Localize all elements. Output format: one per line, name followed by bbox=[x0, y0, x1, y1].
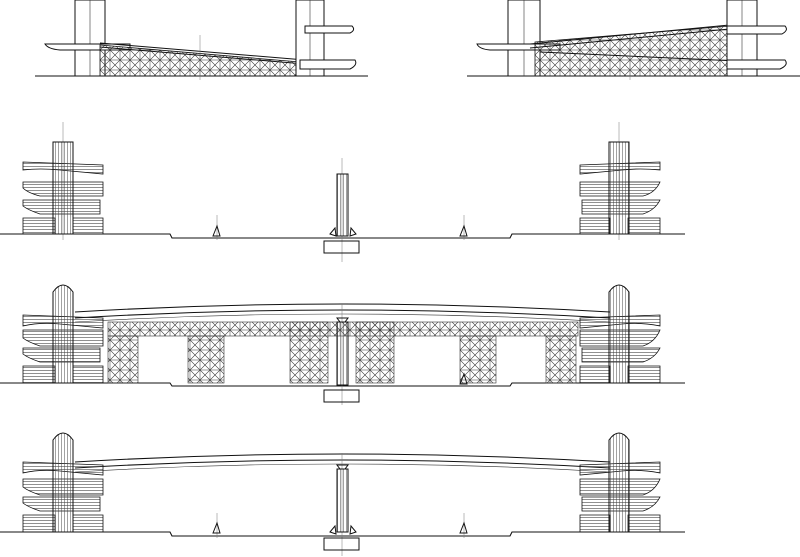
ground-line bbox=[0, 382, 685, 387]
spiral-tower-left bbox=[22, 284, 104, 384]
center-pylon bbox=[323, 304, 360, 405]
detail-elevation-left bbox=[35, 0, 368, 80]
elevation-completed-deck bbox=[0, 432, 685, 556]
bearing-marker bbox=[212, 513, 221, 538]
tower-right bbox=[726, 0, 787, 77]
ground-line bbox=[0, 233, 685, 239]
spiral-tower-left bbox=[22, 432, 104, 533]
ground-line bbox=[0, 531, 685, 537]
truss-ramp bbox=[529, 23, 761, 77]
elevation-with-falsework bbox=[0, 284, 685, 405]
center-pylon bbox=[323, 453, 360, 556]
bearing-marker bbox=[212, 215, 221, 240]
tower-right bbox=[295, 0, 357, 77]
truss-ramp bbox=[99, 42, 306, 77]
bearing-marker bbox=[459, 372, 468, 385]
detail-elevation-right bbox=[467, 0, 800, 80]
spiral-tower-right bbox=[579, 122, 661, 240]
elevation-towers-only bbox=[0, 122, 685, 262]
bearing-marker bbox=[459, 513, 468, 538]
spiral-tower-right bbox=[579, 284, 661, 384]
bridge-deck bbox=[74, 303, 611, 323]
spiral-tower-right bbox=[579, 432, 661, 533]
spiral-tower-left bbox=[22, 122, 104, 240]
bearing-marker bbox=[459, 215, 468, 240]
center-pylon bbox=[323, 158, 360, 262]
